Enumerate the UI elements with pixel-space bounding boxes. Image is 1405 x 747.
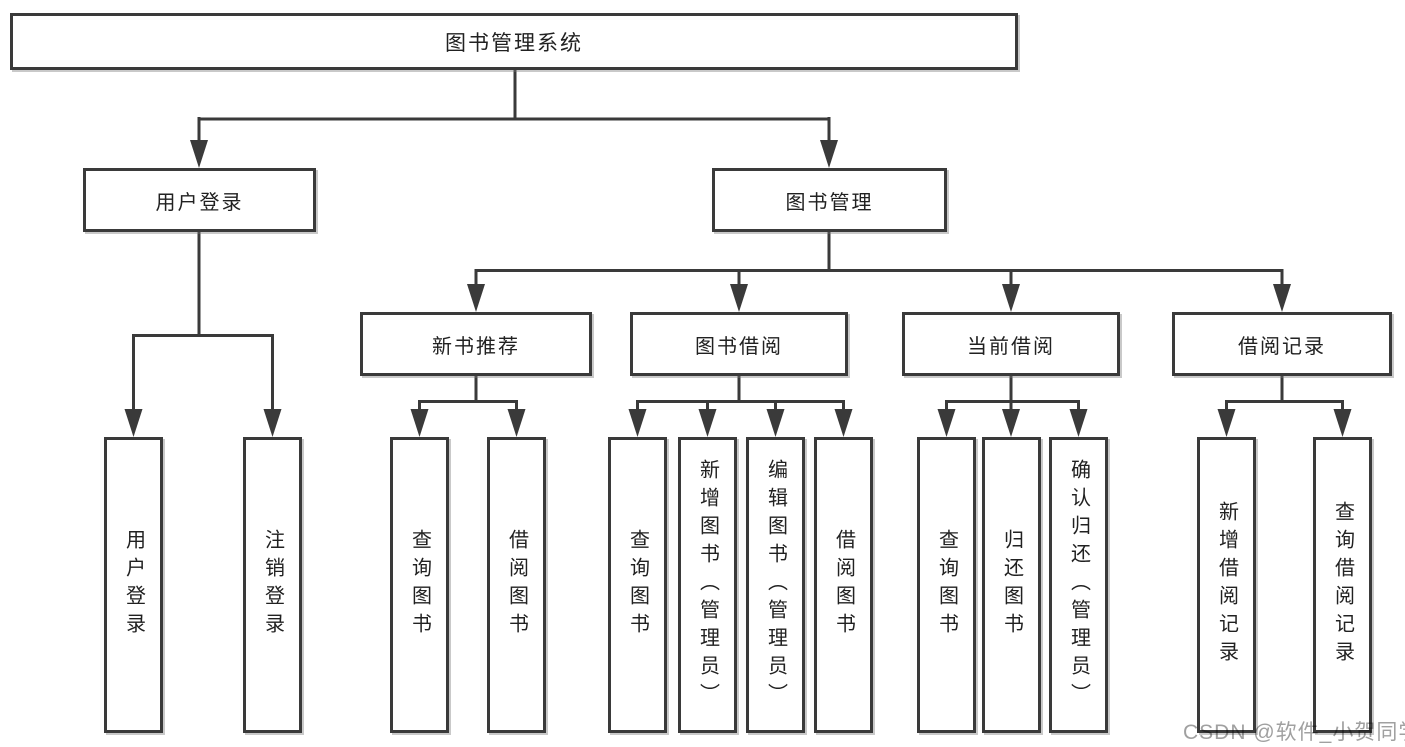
node-borrow-record: 借阅记录 [1172,312,1392,376]
leaf-edit-book-admin: 编辑图书（管理员） [746,437,805,733]
node-user-login: 用户登录 [83,168,316,232]
leaf-logout: 注销登录 [243,437,302,733]
connector-currentborrow-to-leaves [945,376,1080,431]
leaf-add-book-admin: 新增图书（管理员） [678,437,737,733]
node-book-management: 图书管理 [712,168,947,232]
connector-newbook-to-leaves [418,376,518,431]
leaf-add-borrow-record: 新增借阅记录 [1197,437,1256,733]
leaf-user-login: 用户登录 [104,437,163,733]
csdn-watermark: CSDN @软件_小贺同学 [1183,721,1405,744]
leaf-borrow-book: 借阅图书 [487,437,546,733]
node-current-borrow: 当前借阅 [902,312,1120,376]
leaf-query-book: 查询图书 [917,437,976,733]
leaf-query-borrow-record: 查询借阅记录 [1313,437,1372,733]
connector-userlogin-to-leaves [132,232,274,431]
leaf-confirm-return-admin: 确认归还（管理员） [1049,437,1108,733]
leaf-return-book: 归还图书 [982,437,1041,733]
leaf-query-book: 查询图书 [608,437,667,733]
connector-bookmgmt-to-level3 [474,232,1284,306]
node-new-book-recommend: 新书推荐 [360,312,592,376]
connector-root-to-level2 [197,70,831,162]
node-library-system-title: 图书管理系统 [10,13,1018,70]
leaf-query-book: 查询图书 [390,437,449,733]
node-book-borrow: 图书借阅 [630,312,848,376]
connector-borrowrecord-to-leaves [1225,376,1344,431]
connector-bookborrow-to-leaves [636,376,845,431]
leaf-borrow-book: 借阅图书 [814,437,873,733]
